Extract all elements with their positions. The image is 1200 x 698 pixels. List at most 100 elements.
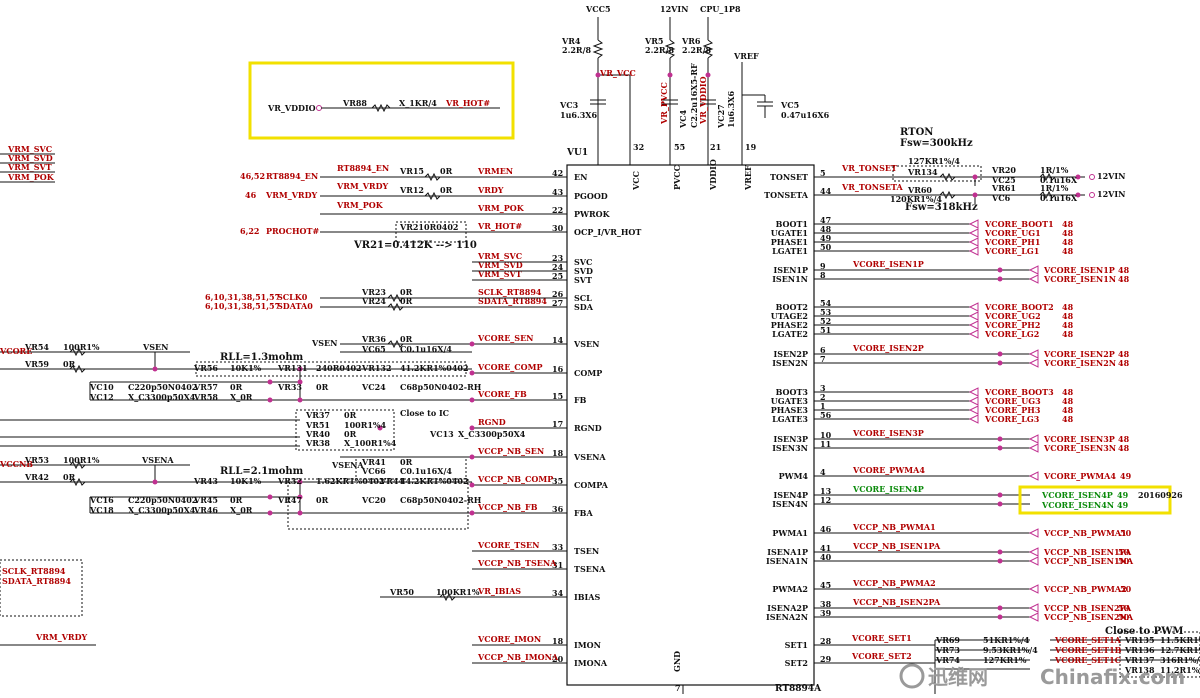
net-vcore-isen4p-hl: VCORE_ISEN4P — [1041, 490, 1113, 500]
part-vr51: VR51 — [305, 420, 330, 430]
part-vr42-val: 0R — [63, 472, 76, 482]
part-vc24-val: C68p50N0402-RH — [400, 382, 482, 392]
isenn-ref: 50 — [1118, 612, 1130, 622]
right-net: VCORE_BOOT3 — [984, 387, 1054, 397]
rll1-dashed-box — [195, 361, 467, 377]
part-vc12: VC12 — [89, 392, 114, 402]
right-pin-name: ISEN2P — [773, 349, 808, 359]
net-vccnb-left: VCCNB — [0, 459, 33, 469]
offpage-arrow-icon — [1028, 274, 1039, 284]
ic-part: RT8894A — [775, 684, 822, 694]
right-pin-name: ISEN4P — [773, 490, 808, 500]
right-pin-name: BOOT1 — [776, 219, 808, 229]
right-pin-num: 2 — [820, 392, 826, 402]
right-net-ref: 48 — [1062, 405, 1074, 415]
right-net-ref: 48 — [1062, 320, 1074, 330]
net-set1c: VCORE_SET1C — [1054, 655, 1121, 665]
part-vr20: VR20 — [991, 165, 1016, 175]
ic-ref: VU1 — [566, 148, 588, 158]
ref-isen4p-hl: 49 — [1117, 490, 1129, 500]
right-net: VCORE_UG1 — [984, 228, 1041, 238]
left-pin-net: SDATA_RT8894 — [478, 296, 547, 306]
pwm-net-near: VCCP_NB_PWMA2 — [852, 578, 936, 588]
part-vr32: VR32 — [277, 476, 302, 486]
right-pin-num: 8 — [820, 270, 826, 280]
left-pin-num: 42 — [552, 168, 563, 178]
net-vcore-set1: VCORE_SET1 — [851, 633, 912, 643]
left-pin-name: EN — [574, 172, 587, 182]
part-vr59: VR59 — [24, 359, 49, 369]
right-pin-num: 51 — [820, 325, 831, 335]
date-note: 20160926 — [1138, 490, 1183, 500]
right-pin-name: PWM4 — [779, 471, 809, 481]
svg-text:VRM_SVT: VRM_SVT — [7, 162, 52, 172]
net-rt8894-en: RT8894_EN — [266, 171, 318, 181]
sclk-dashed-box — [0, 559, 83, 617]
part-vc3-val: 1u6.3X6 — [560, 110, 598, 120]
part-vr53-val: 100R1% — [63, 455, 100, 465]
left-pin-num: 43 — [552, 187, 564, 197]
part-vr131: VR131 — [277, 363, 308, 373]
part-vr4: VR4 — [561, 36, 581, 46]
left-pin-net: VRMEN — [477, 166, 513, 176]
note-vr21: VR21=0.412K --> 110 — [353, 240, 477, 251]
offpage-arrow-icon — [968, 237, 979, 247]
part-vr134: VR134 — [907, 167, 938, 177]
offpage-arrow-icon — [1028, 471, 1039, 481]
left-pin-num: 31 — [552, 560, 563, 570]
part-vc5: VC5 — [780, 100, 799, 110]
left-pin-name: IBIAS — [574, 592, 600, 602]
isen-node — [997, 614, 1003, 620]
part-vr38: VR38 — [305, 438, 330, 448]
isen-node — [997, 267, 1003, 273]
isenp-net-near: VCORE_ISEN4P — [852, 484, 924, 494]
left-pin-name: VSEN — [573, 339, 599, 349]
left-pin-name: OCP_I/VR_HOT — [574, 227, 641, 237]
part-vr57-val: 0R — [230, 382, 243, 392]
net-vrm-vrdy-near: VRM_VRDY — [336, 181, 389, 191]
part-vr41-val: 0R — [400, 457, 413, 467]
part-vr51-val: 100R1%4 — [344, 420, 387, 430]
right-net-ref: 48 — [1062, 237, 1074, 247]
left-pin-name: FB — [574, 395, 587, 405]
net-vr-tonseta: VR_TONSETA — [841, 182, 903, 192]
left-offpage-svid: VRM_SVC VRM_SVD VRM_SVT VRM_POK — [0, 144, 55, 183]
part-vc18: VC18 — [89, 505, 114, 515]
hb-value: X_1KR/4 — [399, 98, 437, 108]
svg-text:VRM_SVC: VRM_SVC — [7, 144, 52, 154]
right-pin-name: BOOT2 — [776, 302, 808, 312]
isenp-net-near: VCCP_NB_ISEN1PA — [852, 541, 941, 551]
part-vr6-val: 2.2R/8 — [682, 45, 711, 55]
part-vr41: VR41 — [361, 457, 386, 467]
right-pin-name: PHASE2 — [771, 320, 808, 330]
isenp-ref: 48 — [1118, 265, 1130, 275]
left-pin-net: VR_IBIAS — [477, 586, 521, 596]
part-vr5: VR5 — [644, 36, 663, 46]
top-pin-num: 19 — [745, 142, 757, 152]
offpage-arrow-icon — [968, 414, 979, 424]
top-pin-num: 32 — [633, 142, 644, 152]
right-pin-num: 41 — [820, 543, 831, 553]
isen-node — [997, 492, 1003, 498]
right-pin-name: ISENA1P — [767, 547, 808, 557]
part-vr56: VR56 — [193, 363, 218, 373]
right-pin-num: 49 — [820, 233, 832, 243]
part-vc10: VC10 — [89, 382, 114, 392]
left-pin-num: 18 — [552, 636, 564, 646]
pwm-ref: 49 — [1120, 471, 1132, 481]
net-vrm-pok-near: VRM_POK — [336, 200, 384, 210]
left-pin-net: SCLK_RT8894 — [478, 287, 542, 297]
left-pin-net: VCCP_NB_COMP — [477, 474, 553, 484]
offpage-arrow-icon — [968, 396, 979, 406]
fsw2-label: Fsw=318kHz — [905, 202, 978, 213]
right-pin-num: 45 — [820, 580, 831, 590]
right-pin-num: 1 — [820, 401, 826, 411]
left-pin-name: FBA — [574, 508, 593, 518]
net-vr-tonset: VR_TONSET — [841, 163, 897, 173]
part-vc12-val: X_C3300p50X4 — [128, 392, 196, 402]
left-pin-num: 33 — [552, 542, 564, 552]
net-vrm-vrdy-bottom: VRM_VRDY — [35, 632, 88, 642]
left-pin-name: COMPA — [574, 480, 609, 490]
right-pin-num: 3 — [820, 383, 826, 393]
part-vr58: VR58 — [193, 392, 218, 402]
